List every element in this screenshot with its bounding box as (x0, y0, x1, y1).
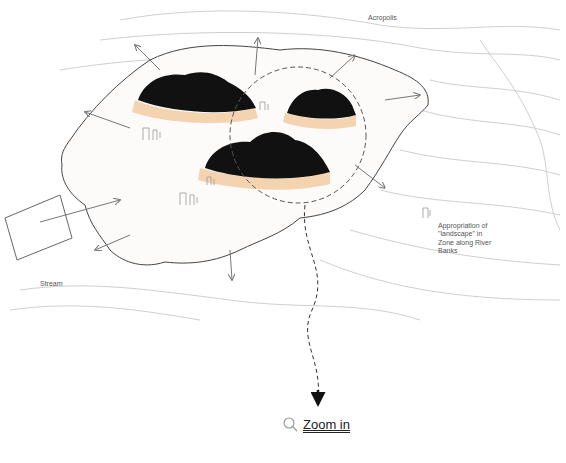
zoom-path (304, 205, 318, 398)
zoom-arrow (317, 390, 320, 404)
entrance-block (5, 195, 120, 260)
magnifier-icon (284, 418, 297, 431)
map-label: Acropolis (368, 14, 397, 22)
map-label: Stream (40, 280, 63, 288)
zoom-label: Zoom in (303, 417, 350, 433)
site-outline (61, 46, 428, 265)
hills (132, 72, 356, 189)
map-label: Appropriation of "landscape" in Zone alo… (438, 222, 500, 256)
figure-sketches (143, 102, 430, 218)
zoom-circle (230, 67, 366, 203)
expansion-arrows (85, 38, 420, 280)
contour-lines (10, 11, 560, 320)
